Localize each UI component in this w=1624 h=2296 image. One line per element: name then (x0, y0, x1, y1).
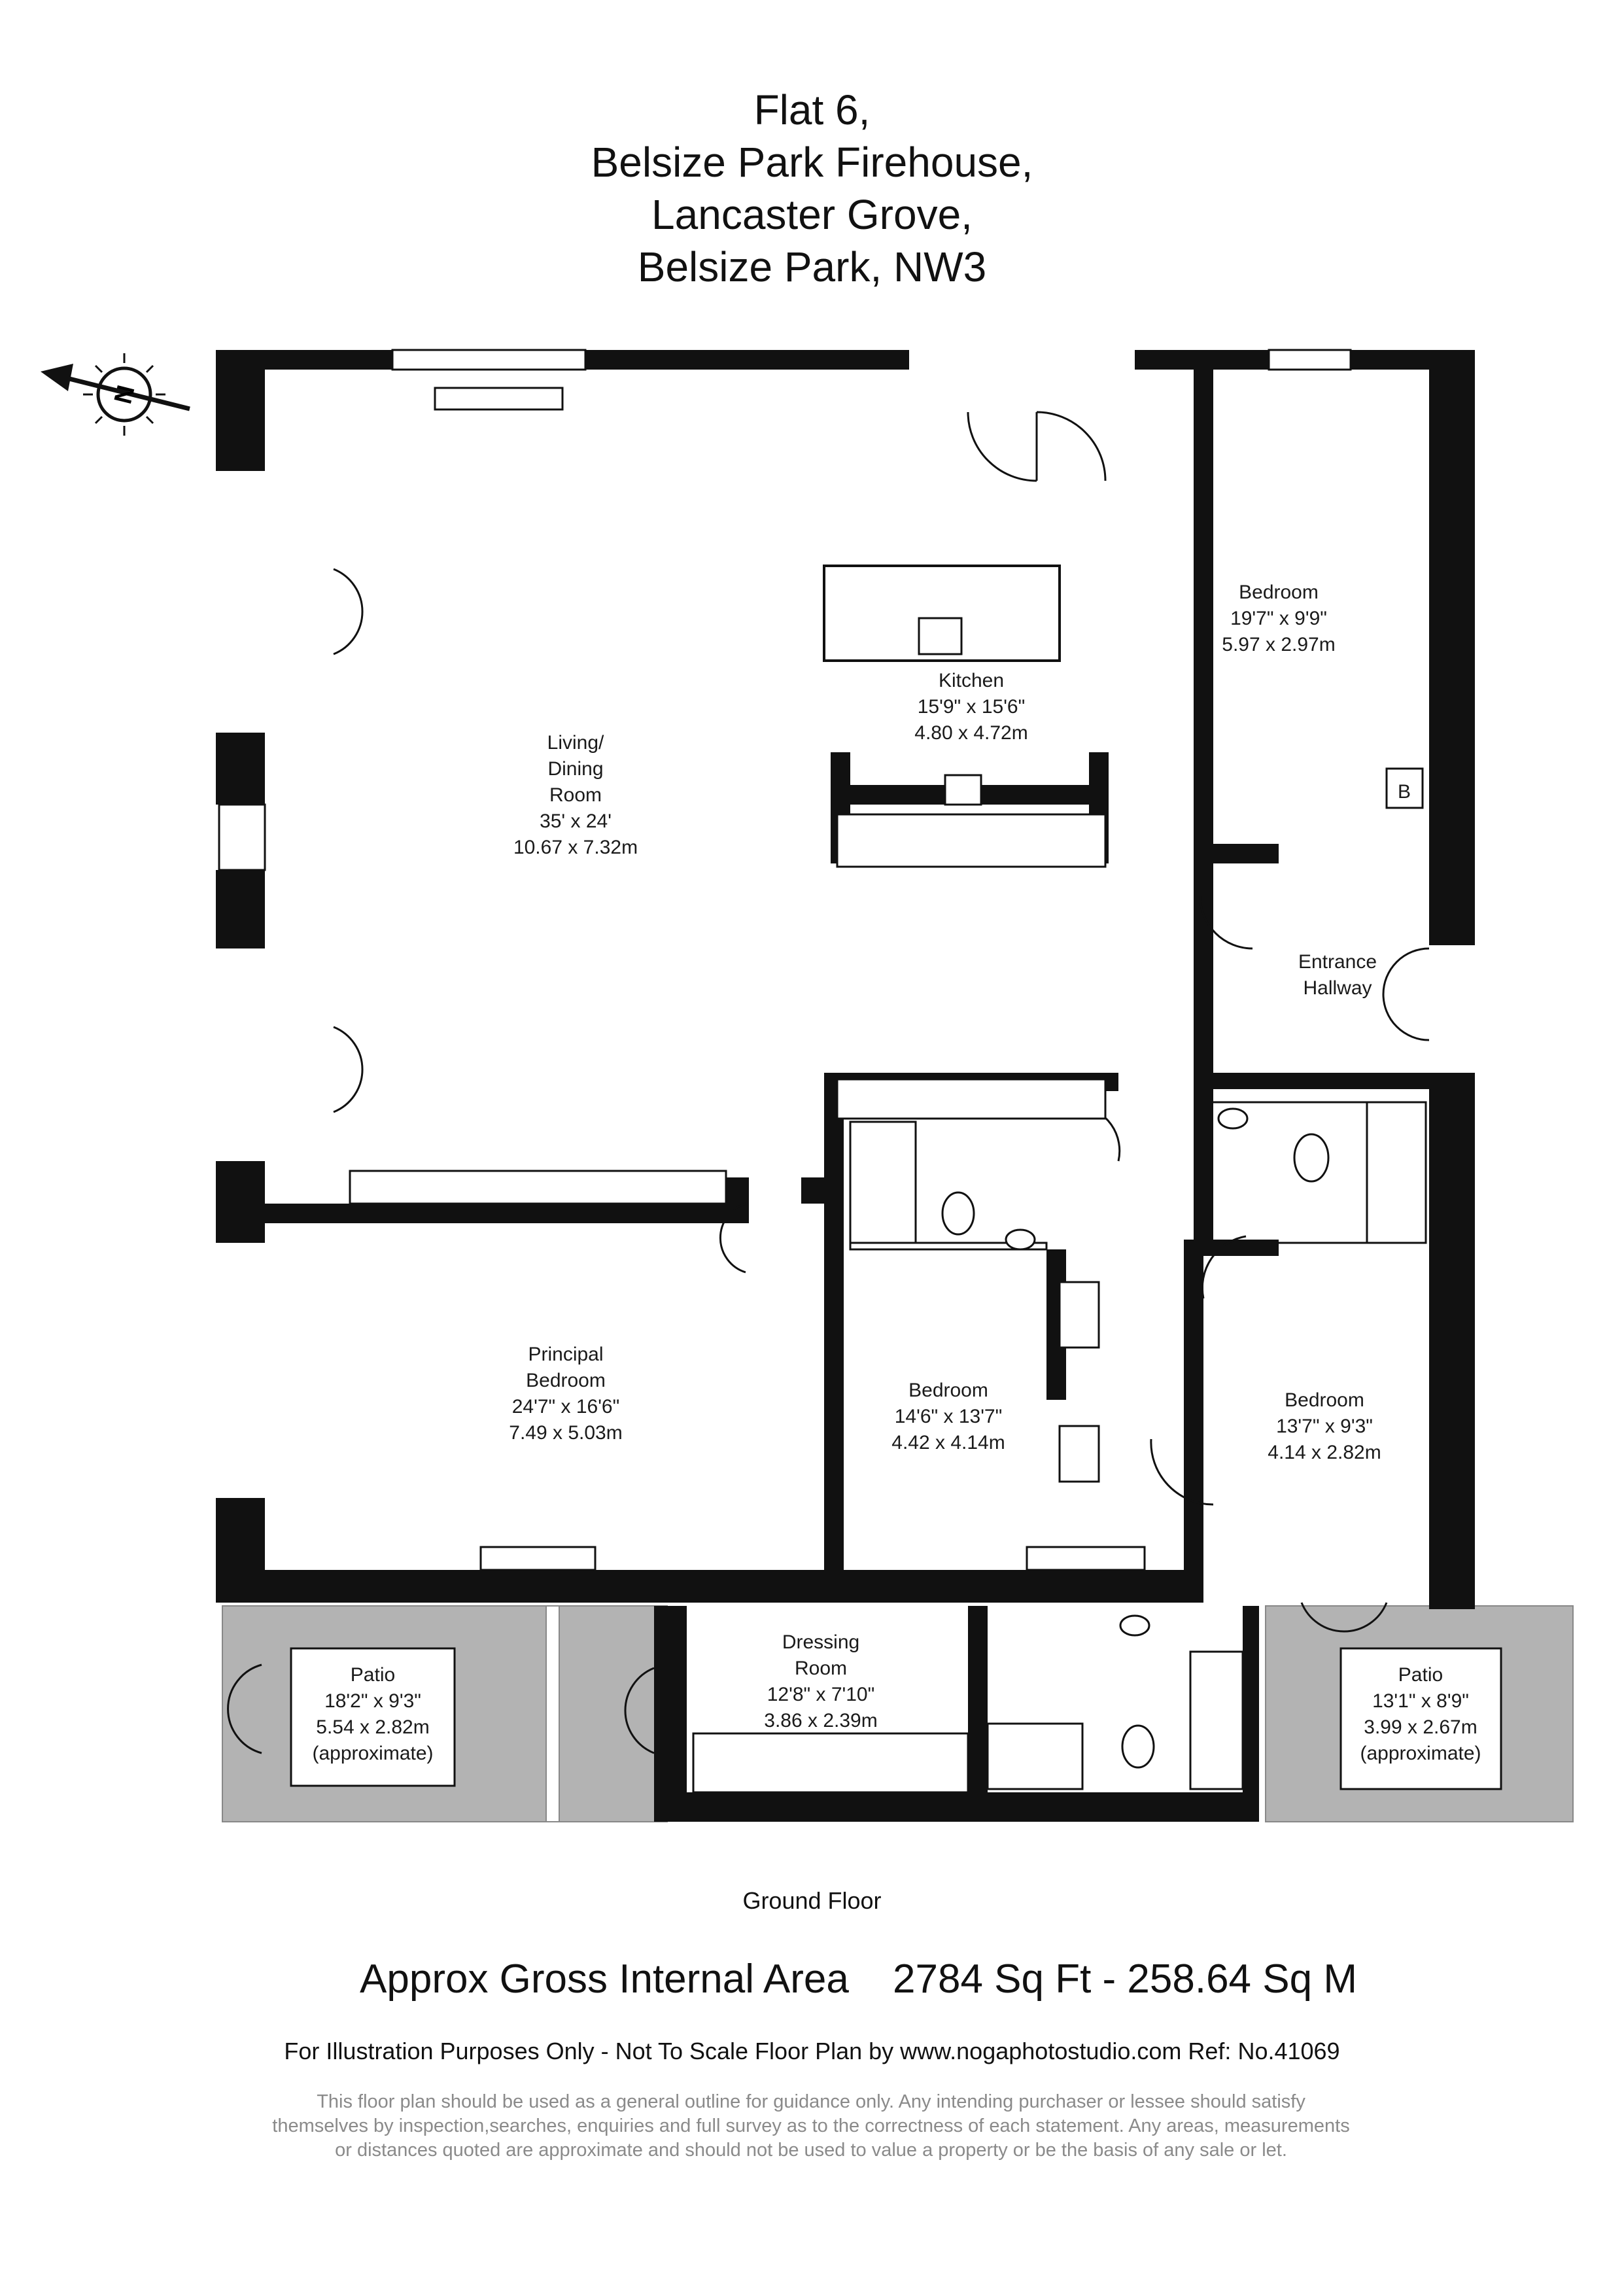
room-patio-east: Patio 13'1" x 8'9" 3.99 x 2.67m (approxi… (1360, 1664, 1481, 1764)
room-living: Living/ Dining Room 35' x 24' 10.67 x 7.… (513, 732, 638, 858)
svg-text:Bedroom: Bedroom (1239, 582, 1319, 603)
disclaimer: This floor plan should be used as a gene… (235, 2090, 1387, 2163)
walls (216, 350, 1475, 1822)
svg-text:24'7" x 16'6": 24'7" x 16'6" (512, 1396, 620, 1418)
address-line-3: Lancaster Grove, (651, 191, 973, 238)
illustration-notice: For Illustration Purposes Only - Not To … (284, 2038, 1340, 2064)
svg-text:7.49 x 5.03m: 7.49 x 5.03m (509, 1422, 622, 1444)
room-dressing: Dressing Room 12'8" x 7'10" 3.86 x 2.39m (764, 1631, 877, 1731)
room-entrance-hallway: Entrance Hallway (1298, 951, 1377, 999)
svg-text:Kitchen: Kitchen (939, 670, 1004, 691)
svg-text:3.86 x 2.39m: 3.86 x 2.39m (764, 1710, 877, 1731)
svg-text:Bedroom: Bedroom (908, 1380, 988, 1401)
svg-text:4.80 x 4.72m: 4.80 x 4.72m (914, 722, 1028, 744)
area-label: Approx Gross Internal Area (360, 1957, 849, 2002)
room-bedroom-north-east: Bedroom 19'7" x 9'9" 5.97 x 2.97m (1222, 582, 1335, 655)
svg-text:Principal: Principal (528, 1344, 603, 1365)
hob-icon (918, 617, 963, 655)
svg-text:3.99 x 2.67m: 3.99 x 2.67m (1364, 1716, 1477, 1738)
room-patio-west: Patio 18'2" x 9'3" 5.54 x 2.82m (approxi… (312, 1664, 433, 1764)
svg-text:4.14 x 2.82m: 4.14 x 2.82m (1268, 1442, 1381, 1463)
radiator (479, 1546, 596, 1571)
room-principal-bedroom: Principal Bedroom 24'7" x 16'6" 7.49 x 5… (509, 1344, 622, 1444)
svg-text:13'1" x 8'9": 13'1" x 8'9" (1372, 1690, 1469, 1712)
doors (227, 411, 1430, 1754)
gross-internal-area: Approx Gross Internal Area 2784 Sq Ft - … (0, 1956, 1624, 2015)
svg-text:Living/: Living/ (547, 732, 604, 754)
svg-text:18'2" x 9'3": 18'2" x 9'3" (324, 1690, 421, 1712)
patio-west-label-box (290, 1647, 456, 1787)
svg-text:Room: Room (795, 1658, 847, 1679)
disclaimer-line-3: or distances quoted are approximate and … (335, 2140, 1287, 2161)
svg-text:35' x 24': 35' x 24' (540, 810, 612, 832)
disclaimer-line-1: This floor plan should be used as a gene… (317, 2091, 1305, 2112)
svg-text:Bedroom: Bedroom (1285, 1389, 1364, 1411)
svg-text:12'8" x 7'10": 12'8" x 7'10" (767, 1684, 875, 1705)
svg-text:4.42 x 4.14m: 4.42 x 4.14m (891, 1432, 1005, 1453)
property-address: Flat 6, Belsize Park Firehouse, Lancaste… (0, 84, 1624, 293)
svg-text:Dressing: Dressing (782, 1631, 859, 1653)
svg-text:Bedroom: Bedroom (526, 1370, 606, 1391)
svg-text:10.67 x 7.32m: 10.67 x 7.32m (513, 837, 638, 858)
boiler-label: B (1398, 781, 1411, 803)
bathroom-fixtures (849, 1101, 1427, 1790)
svg-text:(approximate): (approximate) (312, 1743, 433, 1764)
svg-text:Dining: Dining (547, 758, 603, 780)
svg-text:Hallway: Hallway (1303, 977, 1372, 999)
svg-text:13'7" x 9'3": 13'7" x 9'3" (1276, 1416, 1373, 1437)
svg-text:19'7" x 9'9": 19'7" x 9'9" (1230, 608, 1327, 629)
sink-icon (944, 774, 982, 806)
floor-label: Ground Floor (742, 1887, 882, 1914)
fireplace (434, 387, 564, 411)
compass-icon: N (41, 353, 190, 436)
disclaimer-line-2: themselves by inspection,searches, enqui… (272, 2115, 1350, 2136)
svg-text:(approximate): (approximate) (1360, 1743, 1481, 1764)
svg-text:5.54 x 2.82m: 5.54 x 2.82m (316, 1716, 429, 1738)
patio-east-label-box (1339, 1647, 1502, 1790)
address-line-1: Flat 6, (753, 86, 871, 133)
windows (218, 349, 1352, 871)
address-line-2: Belsize Park Firehouse, (591, 139, 1033, 186)
patio-divider (545, 1605, 560, 1822)
svg-text:14'6" x 13'7": 14'6" x 13'7" (895, 1406, 1003, 1427)
wardrobes (692, 813, 1107, 1794)
svg-text:15'9" x 15'6": 15'9" x 15'6" (918, 696, 1026, 718)
room-bedroom-middle: Bedroom 14'6" x 13'7" 4.42 x 4.14m (891, 1380, 1005, 1453)
svg-text:5.97 x 2.97m: 5.97 x 2.97m (1222, 634, 1335, 655)
svg-text:Patio: Patio (351, 1664, 395, 1686)
svg-text:Room: Room (549, 784, 602, 806)
svg-text:Entrance: Entrance (1298, 951, 1377, 973)
room-kitchen: Kitchen 15'9" x 15'6" 4.80 x 4.72m (914, 670, 1028, 744)
boiler-cupboard (1385, 767, 1424, 809)
sideboard (349, 1170, 727, 1205)
room-bedroom-south-east: Bedroom 13'7" x 9'3" 4.14 x 2.82m (1268, 1389, 1381, 1463)
address-line-4: Belsize Park, NW3 (637, 243, 987, 290)
svg-text:Patio: Patio (1398, 1664, 1443, 1686)
area-value: 2784 Sq Ft - 258.64 Sq M (893, 1957, 1357, 2002)
radiator (1026, 1546, 1146, 1571)
